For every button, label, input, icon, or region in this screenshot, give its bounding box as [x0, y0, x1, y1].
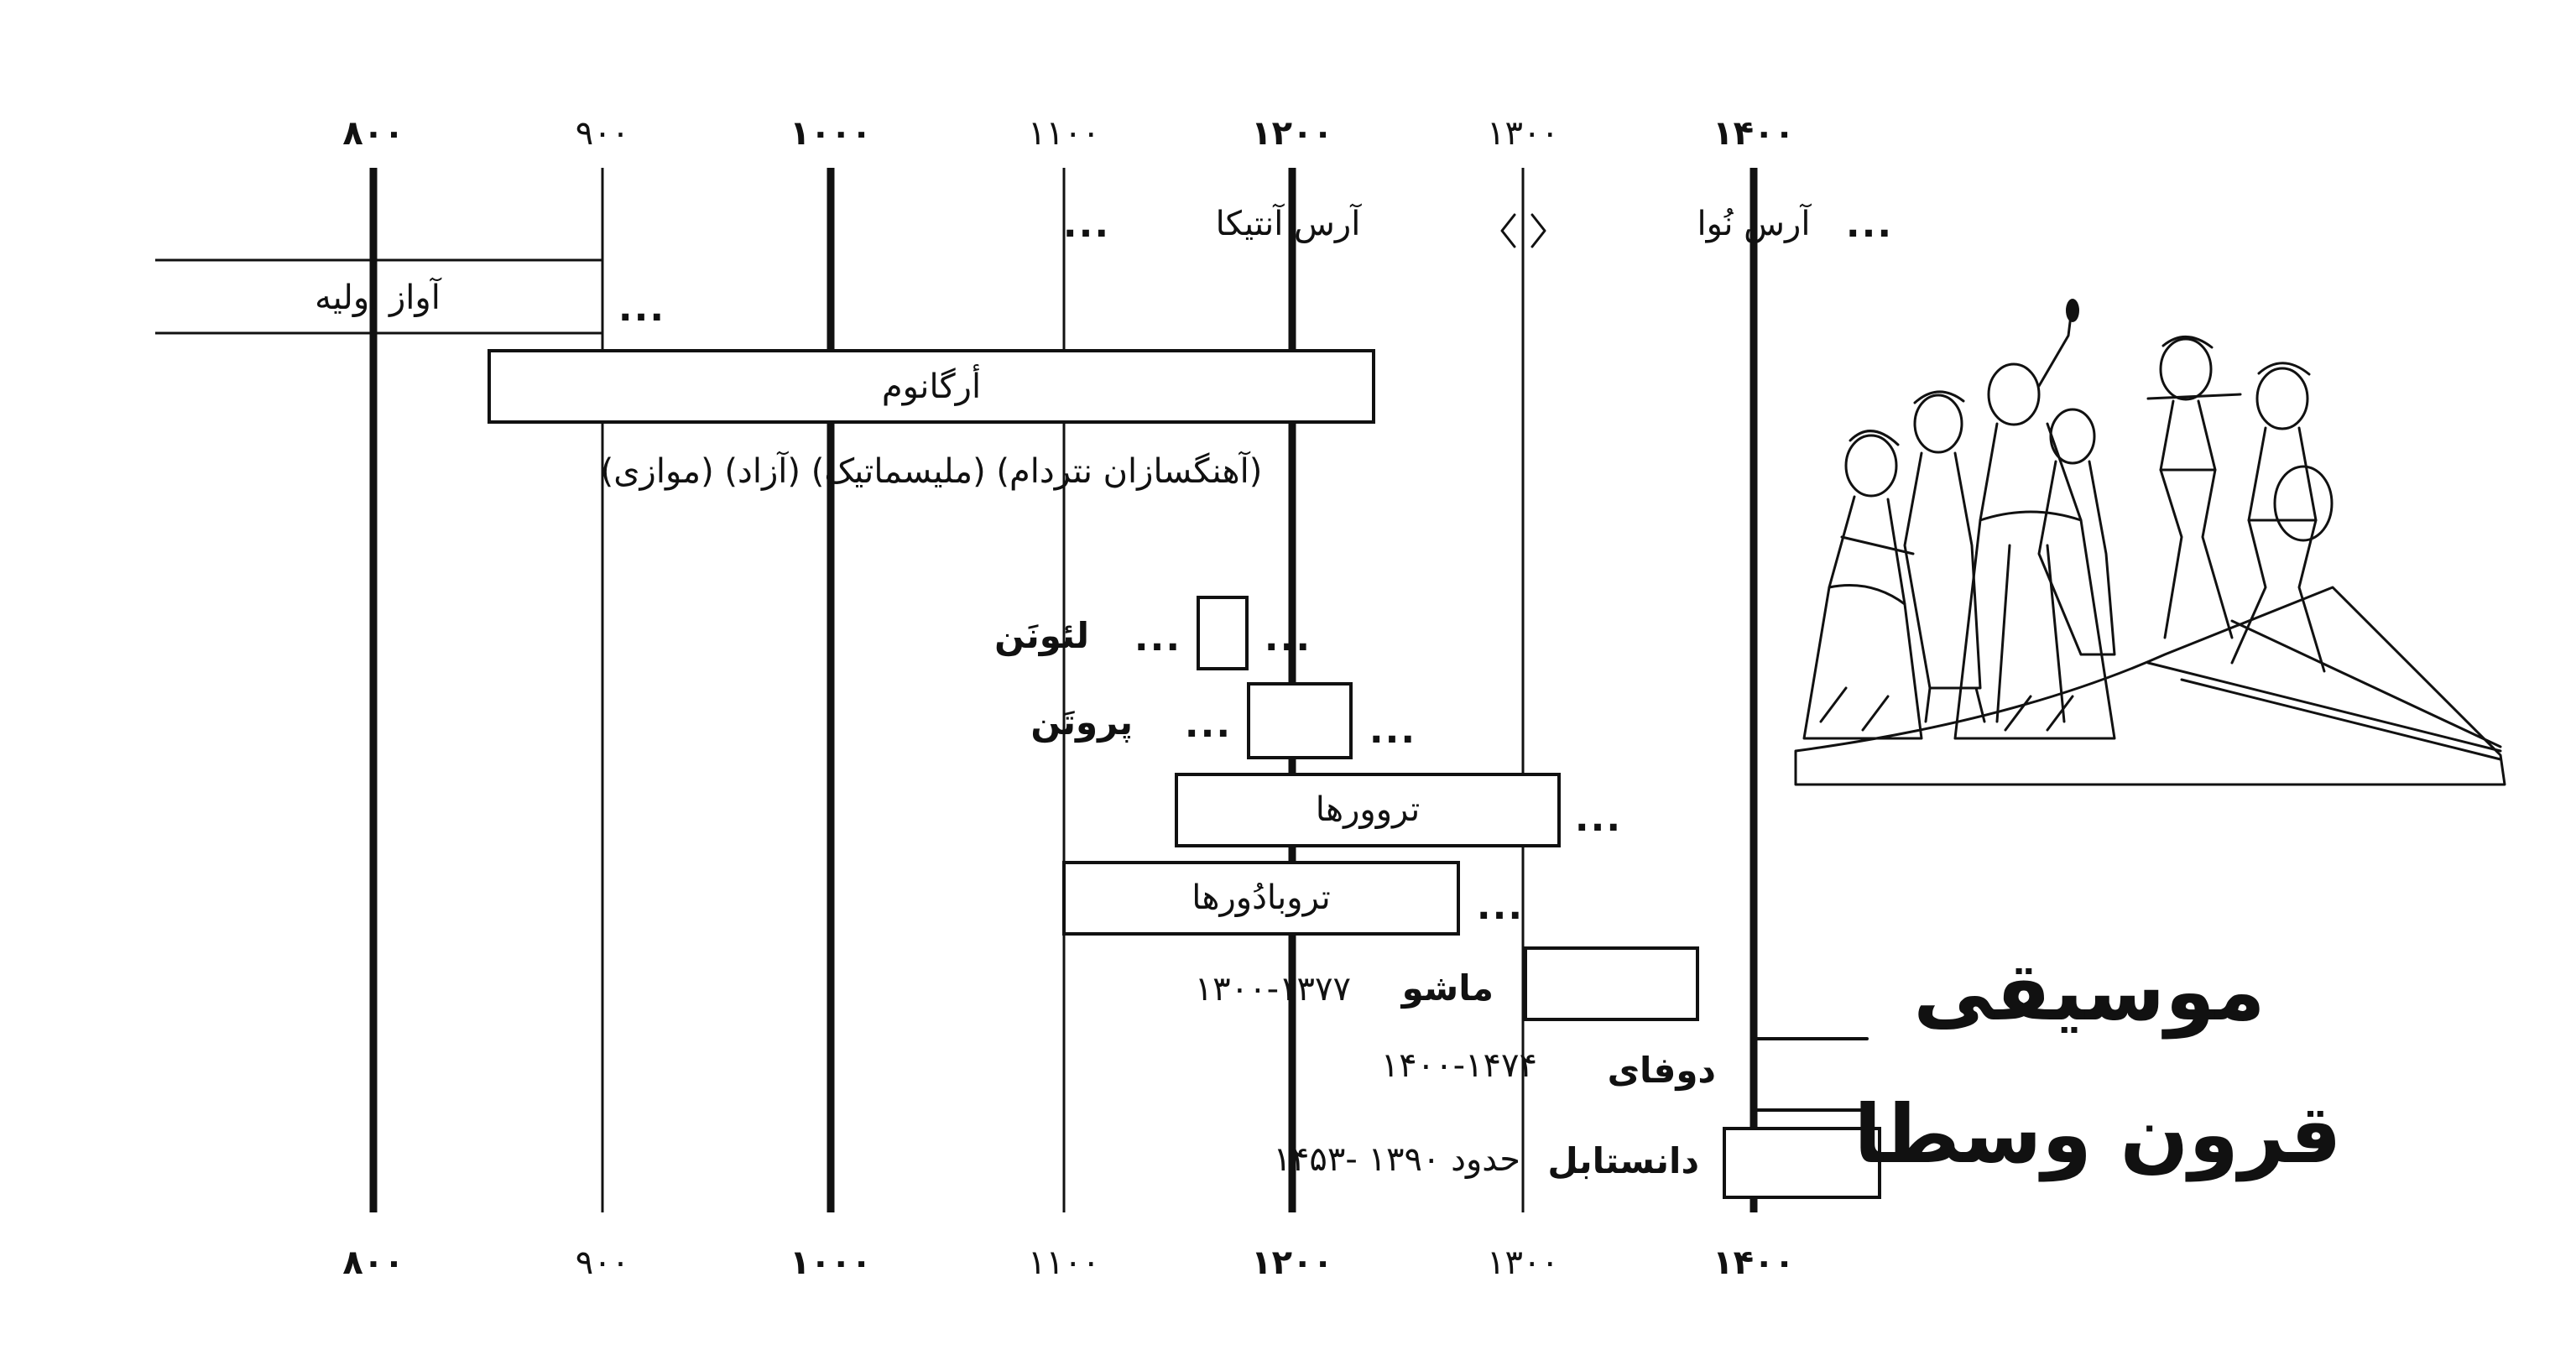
composer-dunstable-dates: ۱۴۵۳- حدود ۱۳۹۰: [1273, 1140, 1520, 1179]
bar-leonin-label: لئونَن: [994, 615, 1089, 657]
top-tick-1100: ۱۱۰۰: [1028, 114, 1100, 153]
bar-perotin-ellipsis-right: ...: [1369, 709, 1416, 752]
bar-perotin-box: [1247, 682, 1353, 759]
bar-troubadours-ellipsis: ...: [1477, 885, 1524, 928]
medieval-dancers-woodcut-icon: [1794, 299, 2506, 786]
bar-organum-label: أرگانوم: [882, 364, 981, 406]
bottom-tick-1300: ۱۳۰۰: [1487, 1243, 1559, 1282]
composer-machaut: ماشو ۱۳۰۰-۱۳۷۷: [1195, 946, 1699, 1021]
bottom-axis-labels: ۸۰۰ ۹۰۰ ۱۰۰۰ ۱۱۰۰ ۱۲۰۰ ۱۳۰۰ ۱۴۰۰: [342, 1243, 1794, 1282]
composer-dufay: دوفای ۱۴۰۰-۱۴۷۴: [1381, 1037, 1869, 1112]
bar-troubadours-box: [1062, 861, 1460, 936]
bar-perotin: ... ... پروتَن: [1030, 682, 1416, 759]
century-gridlines: [369, 168, 1758, 1212]
bar-organum-box: [488, 349, 1375, 424]
chevron-right-icon: [1530, 213, 1546, 248]
composer-dunstable-box: [1723, 1127, 1881, 1199]
chevron-left-icon: [1500, 213, 1516, 248]
bar-perotin-ellipsis-left: ...: [1185, 703, 1232, 746]
bar-leonin-box: [1197, 596, 1249, 670]
era-ellipsis-right: ...: [1846, 203, 1893, 246]
bar-plainchant-ellipsis: ...: [618, 287, 665, 330]
bar-perotin-label: پروتَن: [1030, 701, 1133, 743]
bar-plainchant-label: آواز اولیه: [315, 277, 442, 317]
bar-trouveres-label: تروورها: [1316, 790, 1420, 829]
era-row: ... آرس آنتیکا آرس نُوا ...: [1063, 203, 1893, 248]
bar-organum: أرگانوم (موازی) (آزاد) (ملیسماتیک) (آهنگ…: [488, 349, 1375, 491]
era-ellipsis-left: ...: [1063, 203, 1110, 246]
bar-leonin-ellipsis-right: ...: [1265, 617, 1311, 659]
bottom-tick-1400: ۱۴۰۰: [1713, 1243, 1795, 1282]
composer-dunstable: دانستابل ۱۴۵۳- حدود ۱۳۹۰: [1273, 1127, 1881, 1199]
bar-leonin: ... ... لئونَن: [994, 596, 1311, 670]
top-axis-labels: ۸۰۰ ۹۰۰ ۱۰۰۰ ۱۱۰۰ ۱۲۰۰ ۱۳۰۰ ۱۴۰۰: [342, 114, 1794, 153]
composer-dunstable-name: دانستابل: [1547, 1140, 1699, 1181]
bottom-tick-1200: ۱۲۰۰: [1251, 1243, 1333, 1282]
bar-trouveres-box: [1175, 773, 1561, 847]
era-ars-nova: آرس نُوا: [1697, 203, 1812, 243]
bar-plainchant: آواز اولیه ...: [155, 258, 665, 335]
diagram-title: موسیقی قرون وسطا: [1854, 945, 2341, 1182]
top-tick-800: ۸۰۰: [342, 114, 404, 153]
composer-dufay-dates: ۱۴۰۰-۱۴۷۴: [1381, 1046, 1537, 1085]
era-ars-antiqua: آرس آنتیکا: [1216, 203, 1363, 243]
top-tick-900: ۹۰۰: [576, 114, 629, 153]
bottom-tick-1000: ۱۰۰۰: [790, 1243, 872, 1282]
bar-troubadours-label: تروبادُورها: [1192, 878, 1331, 917]
top-tick-1000: ۱۰۰۰: [790, 114, 872, 153]
title-line-2: قرون وسطا: [1854, 1087, 2341, 1182]
bar-trouveres: تروورها ...: [1175, 773, 1622, 847]
top-tick-1300: ۱۳۰۰: [1487, 114, 1559, 153]
bottom-tick-1100: ۱۱۰۰: [1028, 1243, 1100, 1282]
bottom-tick-800: ۸۰۰: [342, 1243, 404, 1282]
composer-dufay-box: [1752, 1037, 1869, 1112]
composer-machaut-box: [1524, 946, 1699, 1021]
composer-machaut-name: ماشو: [1400, 967, 1494, 1009]
bar-troubadours: تروبادُورها ...: [1062, 861, 1524, 936]
composer-machaut-dates: ۱۳۰۰-۱۳۷۷: [1195, 970, 1351, 1009]
organum-types-label: (موازی) (آزاد) (ملیسماتیک) (آهنگسازان نت…: [601, 451, 1263, 491]
bar-trouveres-ellipsis: ...: [1575, 797, 1622, 840]
top-tick-1200: ۱۲۰۰: [1251, 114, 1333, 153]
top-tick-1400: ۱۴۰۰: [1713, 114, 1795, 153]
bottom-tick-900: ۹۰۰: [576, 1243, 629, 1282]
bar-leonin-ellipsis-left: ...: [1134, 617, 1181, 659]
title-line-1: موسیقی: [1913, 945, 2265, 1040]
composer-dufay-name: دوفای: [1608, 1050, 1716, 1092]
